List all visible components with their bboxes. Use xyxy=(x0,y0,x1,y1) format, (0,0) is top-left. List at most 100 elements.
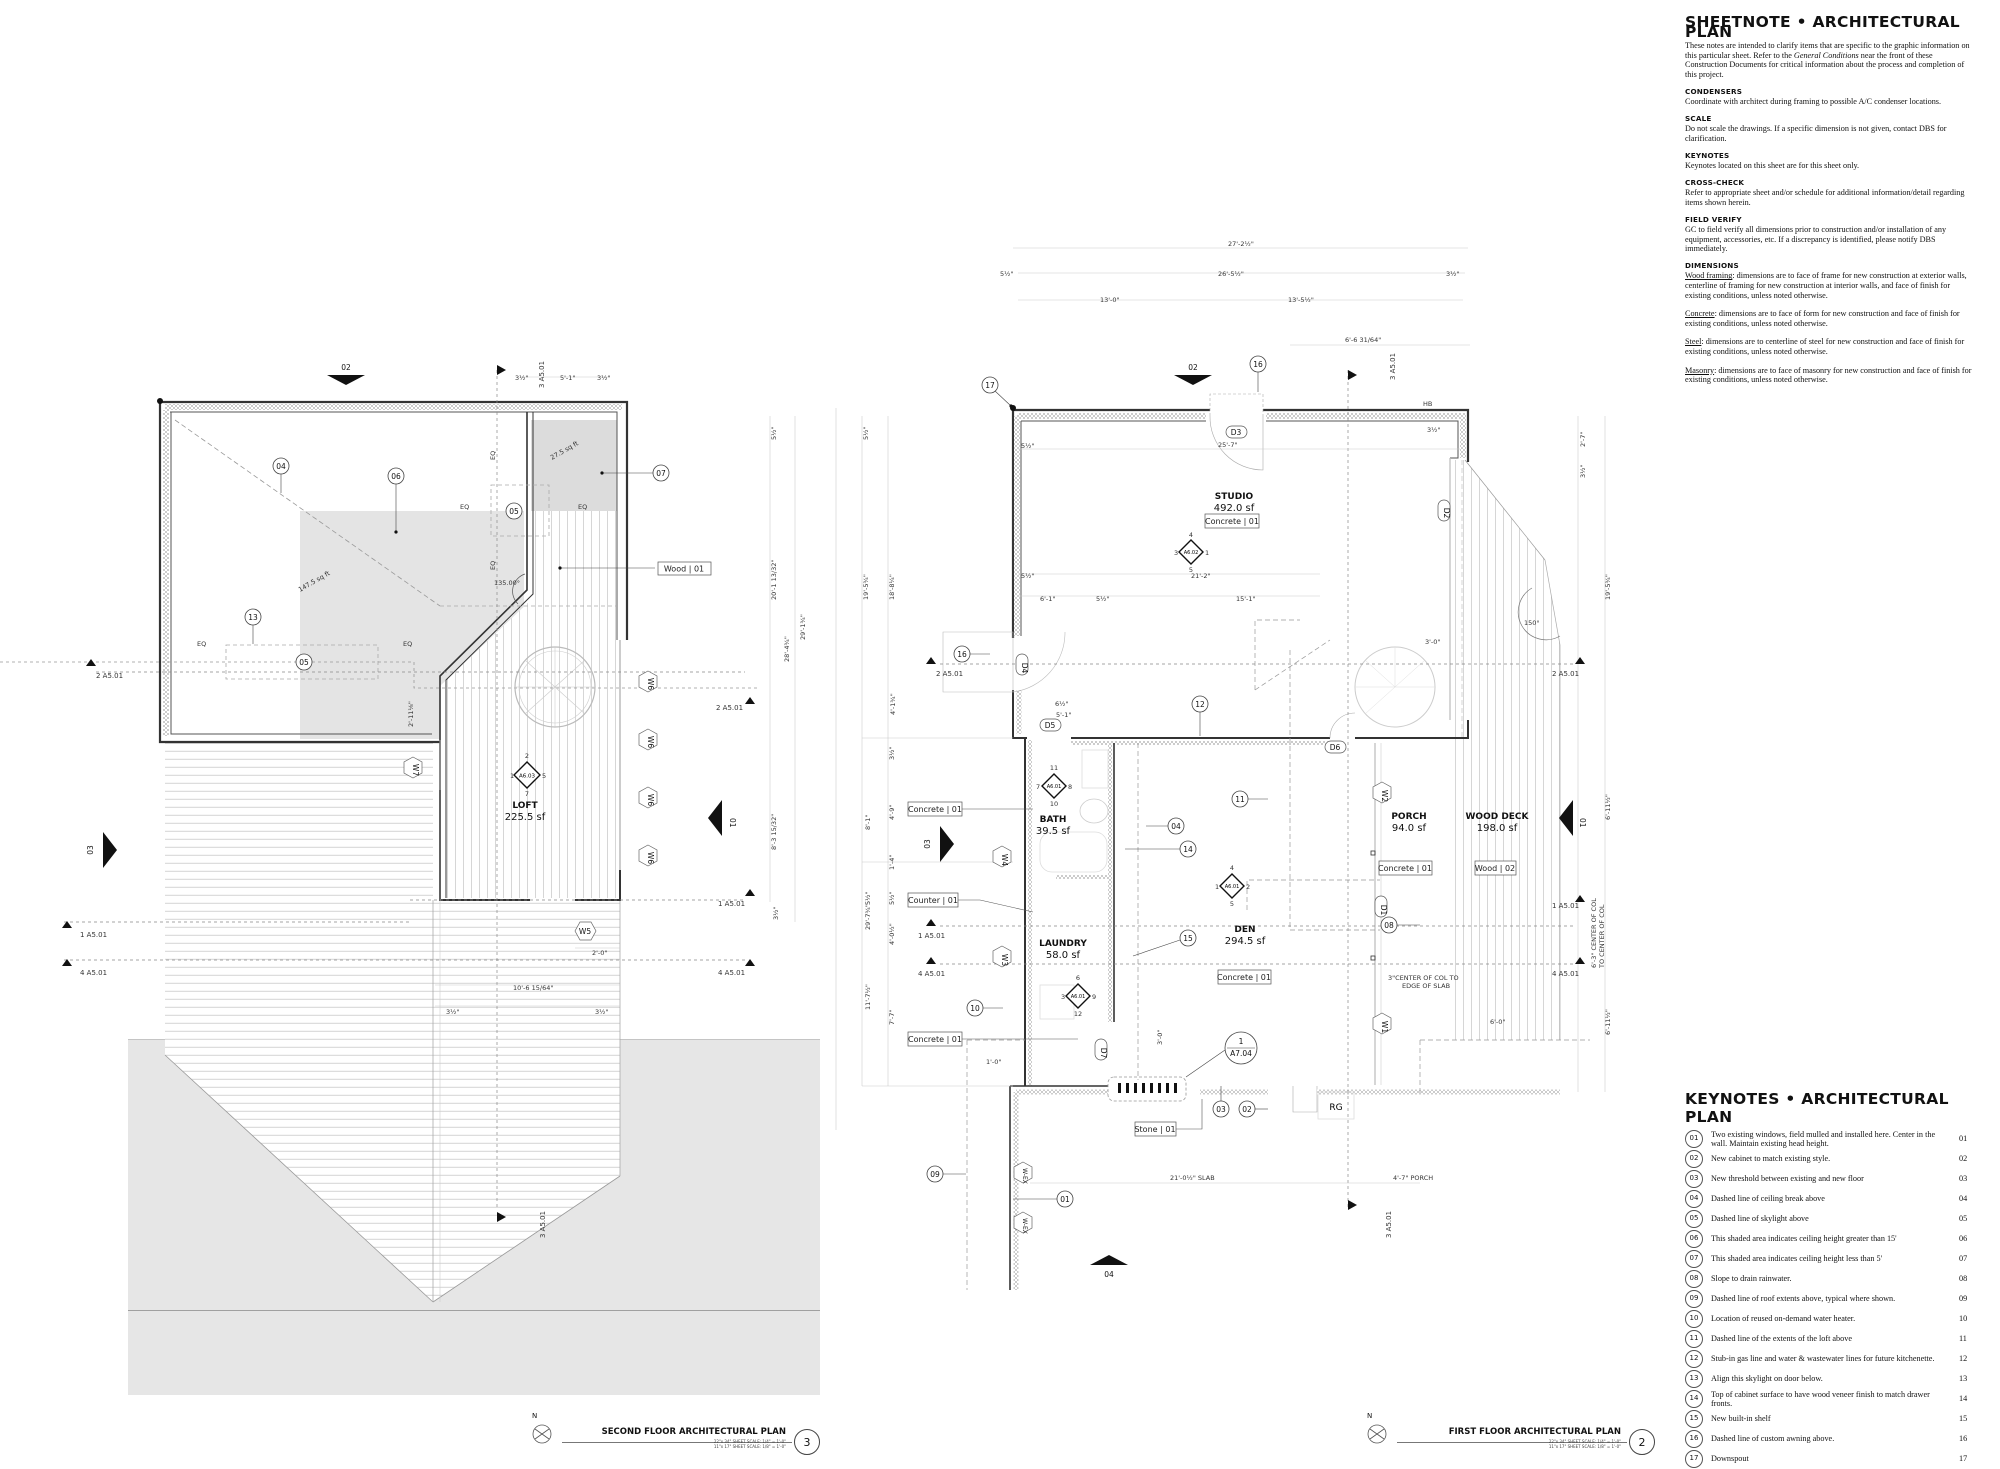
scale-line-1: 22"x 34" SHEET SCALE: 1/4" = 1'-0" xyxy=(713,1439,786,1444)
svg-text:D4: D4 xyxy=(1020,663,1029,674)
svg-text:3 A5.01: 3 A5.01 xyxy=(539,1211,547,1238)
plan-number: 2 xyxy=(1629,1429,1655,1455)
svg-text:4: 4 xyxy=(1189,531,1193,539)
svg-text:W6: W6 xyxy=(646,736,655,748)
svg-text:04: 04 xyxy=(1171,822,1181,831)
note-heading-cross-check: CROSS-CHECK xyxy=(1685,177,1745,187)
svg-text:W5: W5 xyxy=(579,927,591,936)
svg-text:11: 11 xyxy=(1050,764,1058,772)
svg-text:10: 10 xyxy=(970,1004,980,1013)
svg-text:7'-7": 7'-7" xyxy=(888,1010,896,1025)
svg-text:12: 12 xyxy=(1074,1010,1082,1018)
svg-text:3½": 3½" xyxy=(888,747,896,760)
second-floor-title-block: N SECOND FLOOR ARCHITECTURAL PLAN 22"x 3… xyxy=(530,1412,820,1455)
keynote-text: Location of reused on-demand water heate… xyxy=(1711,1314,1856,1324)
room-area-den: 294.5 sf xyxy=(1225,936,1266,947)
svg-text:W-EX: W-EX xyxy=(1021,1168,1028,1184)
detail-num: 1 xyxy=(1239,1037,1244,1046)
room-area-bath: 39.5 sf xyxy=(1036,826,1071,837)
keynote-bubble: 12 xyxy=(1685,1350,1703,1368)
svg-text:1'-4": 1'-4" xyxy=(888,855,896,870)
svg-text:5'-1": 5'-1" xyxy=(1056,711,1071,719)
keynote-bubble: 16 xyxy=(1685,1430,1703,1448)
keynote-text: This shaded area indicates ceiling heigh… xyxy=(1711,1234,1897,1244)
scale-line-1: 22"x 34" SHEET SCALE: 1/4" = 1'-0" xyxy=(1548,1439,1621,1444)
north-label: N xyxy=(532,1412,538,1420)
svg-text:A6.02: A6.02 xyxy=(1184,550,1199,556)
keynote-number: 11 xyxy=(1959,1334,1967,1344)
svg-text:10: 10 xyxy=(1050,800,1058,808)
keynote-text: Dashed line of roof extents above, typic… xyxy=(1711,1294,1896,1304)
svg-text:W4: W4 xyxy=(1000,854,1009,866)
keynote-number: 04 xyxy=(1959,1194,1968,1204)
room-area-wood-deck: 198.0 sf xyxy=(1477,823,1518,834)
svg-text:5½": 5½" xyxy=(888,892,896,905)
svg-text:2'-7": 2'-7" xyxy=(1579,432,1587,447)
svg-text:6½": 6½" xyxy=(1055,700,1068,708)
svg-text:W6: W6 xyxy=(646,794,655,806)
svg-text:19'-5¾": 19'-5¾" xyxy=(862,574,870,600)
svg-text:7: 7 xyxy=(525,790,529,798)
svg-text:3: 3 xyxy=(1174,549,1178,557)
svg-text:03: 03 xyxy=(923,839,932,849)
keynotes-title: KEYNOTES • ARCHITECTURAL PLAN xyxy=(1685,1090,1949,1126)
svg-text:A6.01: A6.01 xyxy=(1047,784,1062,790)
range-label: RG xyxy=(1329,1103,1342,1113)
keynote-bubble: 08 xyxy=(1685,1270,1703,1288)
svg-text:TO CENTER OF COL: TO CENTER OF COL xyxy=(1598,904,1606,969)
keynote-number: 16 xyxy=(1959,1434,1968,1444)
svg-text:01: 01 xyxy=(728,818,737,828)
note-heading-keynotes: KEYNOTES xyxy=(1685,150,1730,160)
room-name-den: DEN xyxy=(1234,925,1255,935)
svg-text:5½": 5½" xyxy=(862,427,870,440)
svg-text:6'-11½": 6'-11½" xyxy=(1604,794,1612,820)
svg-text:4: 4 xyxy=(1230,864,1234,872)
keynote-text: Downspout xyxy=(1711,1454,1749,1464)
deck-boards xyxy=(165,738,433,1048)
finish-tag-laundry: Concrete | 01 xyxy=(908,1035,962,1044)
svg-text:1 A5.01: 1 A5.01 xyxy=(1552,902,1579,910)
keynote-number: 12 xyxy=(1959,1354,1968,1364)
dim-note-wood: Wood framing: dimensions are to face of … xyxy=(1685,271,1967,300)
svg-text:7: 7 xyxy=(1036,783,1040,791)
svg-text:4 A5.01: 4 A5.01 xyxy=(918,970,945,978)
svg-text:5: 5 xyxy=(1230,900,1234,908)
svg-text:3'-0": 3'-0" xyxy=(1425,638,1440,646)
room-name-porch: PORCH xyxy=(1391,812,1426,822)
sheetnote-intro: These notes are intended to clarify item… xyxy=(1685,41,1970,79)
keynote-bubble: 07 xyxy=(1685,1250,1703,1268)
svg-text:6'-6 31/64": 6'-6 31/64" xyxy=(1345,336,1381,344)
callout-07: 07 xyxy=(656,469,666,478)
svg-text:3'-0": 3'-0" xyxy=(1156,1030,1164,1045)
svg-text:9: 9 xyxy=(1092,993,1096,1001)
plan-title: FIRST FLOOR ARCHITECTURAL PLAN xyxy=(1448,1427,1621,1437)
keynote-text: This shaded area indicates ceiling heigh… xyxy=(1711,1254,1883,1264)
svg-text:15'-1": 15'-1" xyxy=(1236,595,1256,603)
svg-text:EQ: EQ xyxy=(197,640,206,648)
svg-text:5: 5 xyxy=(1189,566,1193,574)
room-area-laundry: 58.0 sf xyxy=(1046,950,1081,961)
svg-text:2'-11⅛": 2'-11⅛" xyxy=(407,701,415,727)
svg-text:W6: W6 xyxy=(646,678,655,690)
first-floor-plan: 150° xyxy=(861,240,1612,1290)
svg-text:3½": 3½" xyxy=(1446,270,1459,278)
keynote-bubble: 11 xyxy=(1685,1330,1703,1348)
scale-line-2: 11"x 17" SHEET SCALE: 1/8" = 1'-0" xyxy=(1548,1444,1621,1449)
keynote-number: 15 xyxy=(1959,1414,1968,1424)
svg-text:4 A5.01: 4 A5.01 xyxy=(80,969,107,977)
svg-text:08: 08 xyxy=(1384,921,1394,930)
svg-text:29'-7¾": 29'-7¾" xyxy=(864,904,872,930)
svg-text:4 A5.01: 4 A5.01 xyxy=(1552,970,1579,978)
keynote-text: Align this skylight on door below. xyxy=(1711,1374,1823,1384)
keynote-bubble: 15 xyxy=(1685,1410,1703,1428)
